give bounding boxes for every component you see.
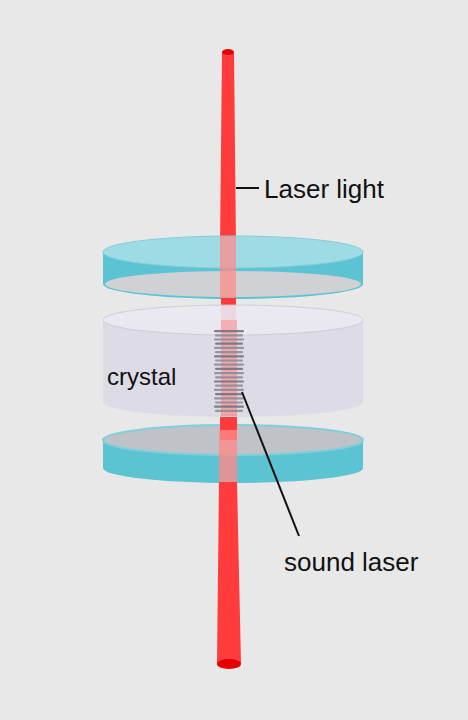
laser-beam [217, 482, 241, 664]
beam-end [222, 49, 234, 55]
crystal-outline [103, 303, 363, 419]
beam-end [217, 659, 241, 669]
laser-beam [220, 52, 236, 246]
laser-beam [220, 236, 236, 298]
callout-label: sound laser [284, 548, 418, 577]
laser-beam [219, 430, 237, 482]
crystal-top [103, 305, 363, 335]
leader-line [236, 187, 259, 189]
part-label: crystal [107, 363, 176, 391]
callout-label: Laser light [264, 175, 384, 204]
crystal-cylinder: crystal [103, 303, 363, 419]
